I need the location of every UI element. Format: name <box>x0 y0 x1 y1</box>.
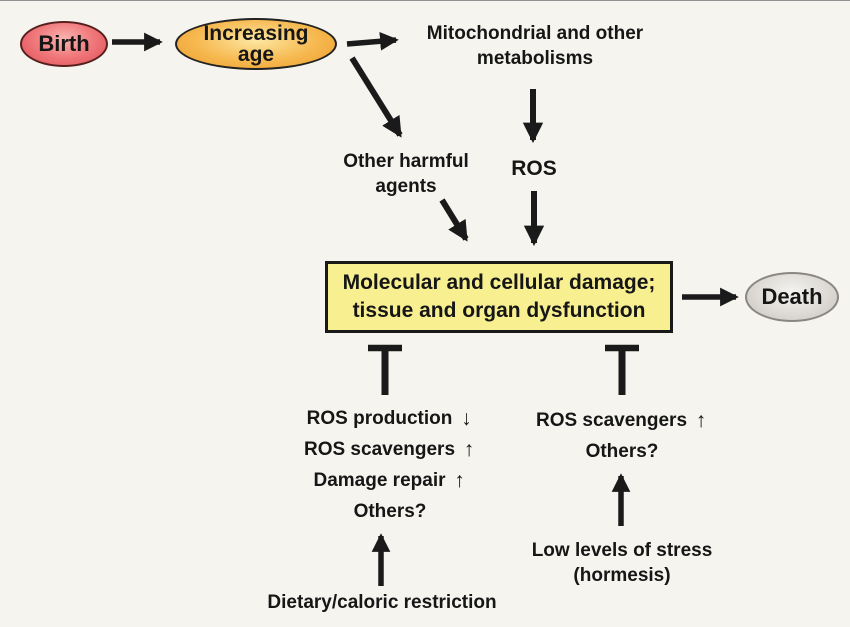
up-arrow-icon: ↑ <box>454 468 465 492</box>
up-arrow-icon: ↑ <box>463 437 475 461</box>
list-item: Others? <box>353 500 427 522</box>
damage-box: Molecular and cellular damage; tissue an… <box>325 261 673 333</box>
arrow-harmful-agents-to-damage-box <box>439 198 469 242</box>
increasing-age-label: Increasing age <box>203 22 309 66</box>
list-item: Others? <box>585 440 659 462</box>
arrow-age-to-mitochondrial <box>346 31 399 51</box>
hormesis-label: Low levels of stress (hormesis) <box>531 540 713 586</box>
birth-label: Birth <box>38 31 90 56</box>
ros-label: ROS <box>511 157 557 180</box>
list-item: ROS production ↓ <box>306 406 472 430</box>
increasing-age-node: Increasing age <box>175 18 337 70</box>
birth-node: Birth <box>20 21 108 67</box>
list-item: Damage repair ↑ <box>313 468 465 492</box>
down-arrow-icon: ↓ <box>461 406 472 430</box>
other-harmful-agents-label: Other harmful agents <box>343 151 469 197</box>
death-node: Death <box>745 272 839 322</box>
dietary-restriction-label: Dietary/caloric restriction <box>267 592 497 613</box>
mitochondrial-label: Mitochondrial and other metabolisms <box>426 23 644 69</box>
list-item: ROS scavengers ↑ <box>535 408 707 432</box>
up-arrow-icon: ↑ <box>695 408 707 432</box>
list-item: ROS scavengers ↑ <box>303 437 475 461</box>
death-label: Death <box>761 284 823 309</box>
arrow-age-to-harmful-agents <box>349 56 403 138</box>
damage-box-line1: Molecular and cellular damage; <box>342 271 656 294</box>
protective-factors-left: ROS production ↓ ROS scavengers ↑ Damage… <box>285 403 495 527</box>
protective-factors-right: ROS scavengers ↑ Others? <box>517 405 727 467</box>
damage-box-line2: tissue and organ dysfunction <box>352 299 646 322</box>
